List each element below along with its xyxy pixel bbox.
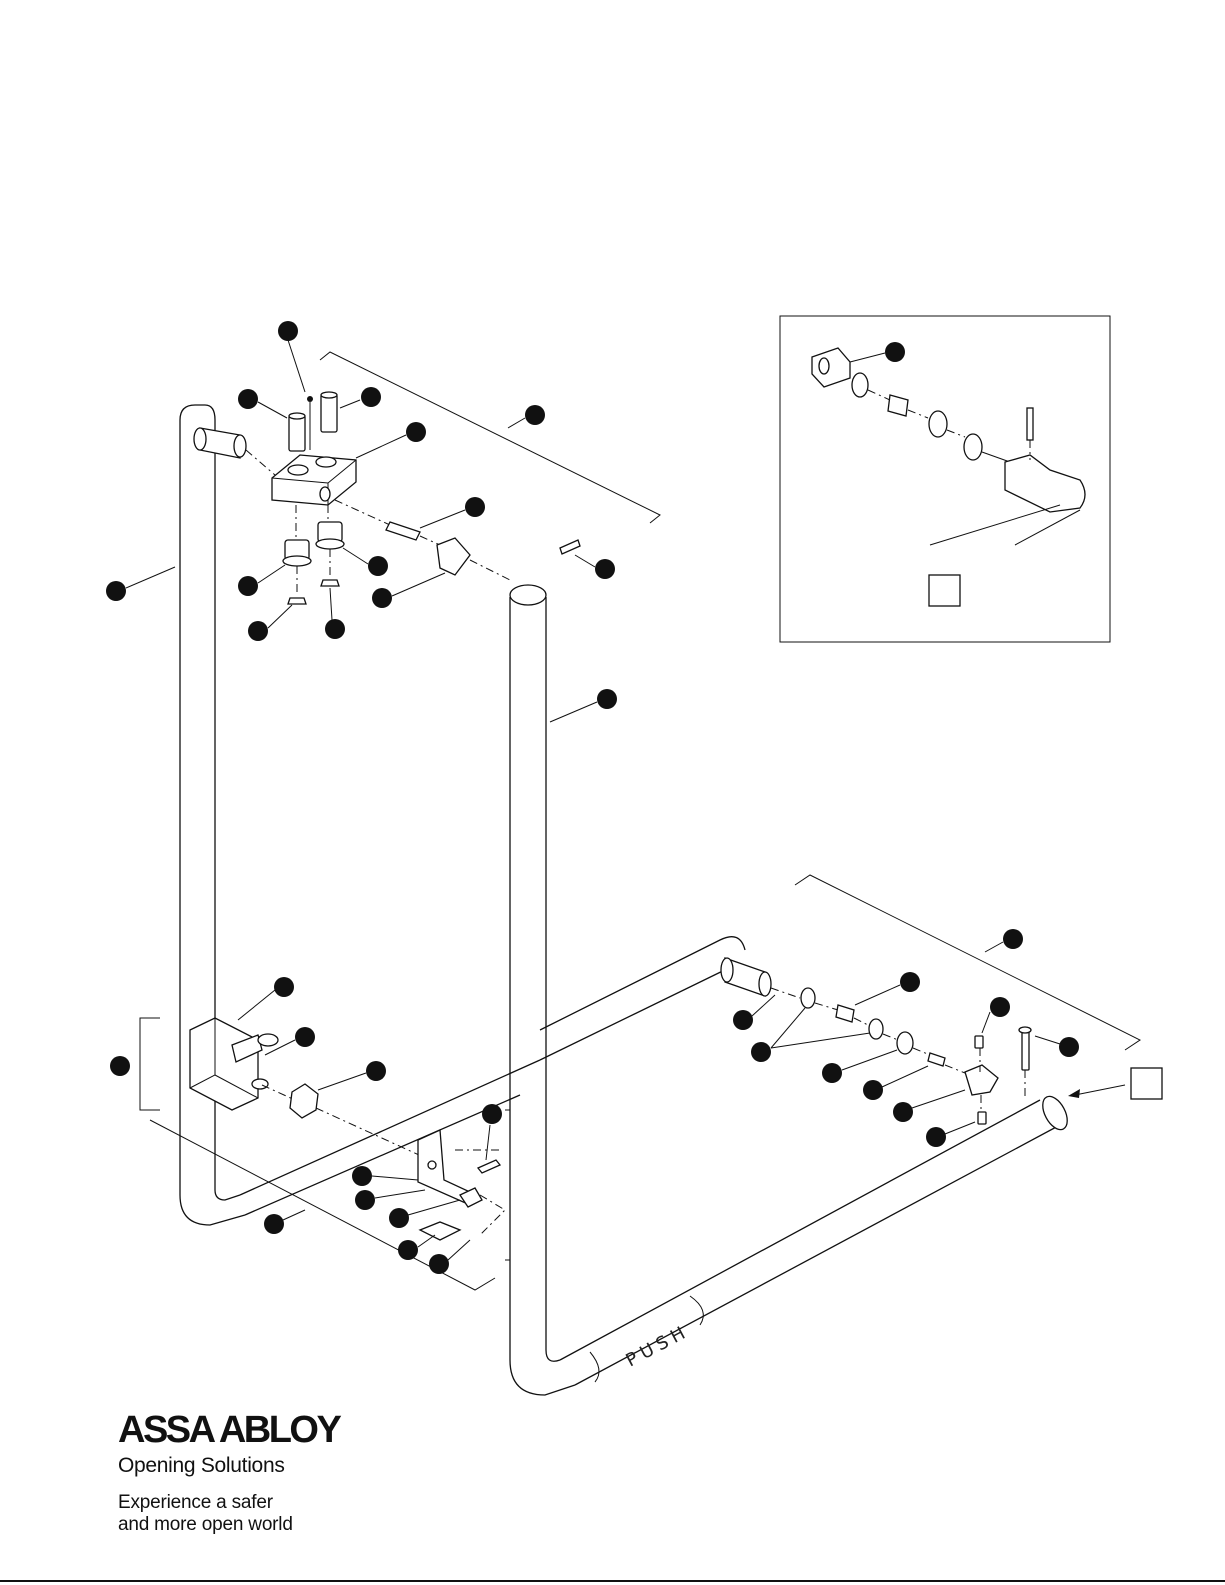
block-screws (289, 392, 337, 451)
right-push-handle: PUSH (510, 585, 1072, 1395)
callout-dot (106, 581, 126, 601)
callout-dot (482, 1104, 502, 1124)
callout-dot (406, 422, 426, 442)
callout-dot (429, 1254, 449, 1274)
detail-inset (780, 316, 1110, 642)
brand-subtitle: Opening Solutions (118, 1454, 339, 1478)
callout-dot (352, 1166, 372, 1186)
callout-dot (366, 1061, 386, 1081)
callout-dot (926, 1127, 946, 1147)
right-dimension-bracket (795, 875, 1140, 1050)
callout-dot (361, 387, 381, 407)
callout-dot (465, 497, 485, 517)
callout-dot (863, 1080, 883, 1100)
bottom-rule (0, 1580, 1225, 1582)
callout-dot (990, 997, 1010, 1017)
callout-dot (822, 1063, 842, 1083)
callout-dot (597, 689, 617, 709)
callout-dot (893, 1102, 913, 1122)
assa-abloy-logo: ASSA ABLOY Opening Solutions (118, 1410, 339, 1478)
callout-dot (751, 1042, 771, 1062)
block-bushings (283, 505, 344, 604)
callout-dot (389, 1208, 409, 1228)
callout-dot (248, 621, 268, 641)
callout-dot (325, 619, 345, 639)
callout-dot (525, 405, 545, 425)
tagline-line-1: Experience a safer (118, 1492, 293, 1514)
top-dimension-bracket (320, 352, 660, 523)
callout-dot (398, 1240, 418, 1260)
callout-dot (264, 1214, 284, 1234)
callout-dot (355, 1190, 375, 1210)
callout-dot (295, 1027, 315, 1047)
callout-dot (110, 1056, 130, 1076)
callout-dot (274, 977, 294, 997)
callout-dot (238, 576, 258, 596)
top-left-standoff (194, 428, 275, 475)
callout-dot (368, 556, 388, 576)
callout-dot (595, 559, 615, 579)
callout-dot (900, 972, 920, 992)
mounting-block (272, 455, 356, 505)
callout-dot (278, 321, 298, 341)
callout-dot (372, 588, 392, 608)
callout-dot (238, 389, 258, 409)
tagline-line-2: and more open world (118, 1514, 293, 1536)
callout-dot (1059, 1037, 1079, 1057)
callout-dot (733, 1010, 753, 1030)
brand-name: ASSA ABLOY (118, 1410, 339, 1450)
callout-dot (1003, 929, 1023, 949)
callout-dot (885, 342, 905, 362)
push-label: PUSH (622, 1320, 693, 1371)
detail-arrow (1068, 1068, 1162, 1099)
tagline: Experience a safer and more open world (118, 1492, 293, 1536)
left-bracket (140, 1018, 160, 1110)
callout-markers (106, 321, 1079, 1274)
